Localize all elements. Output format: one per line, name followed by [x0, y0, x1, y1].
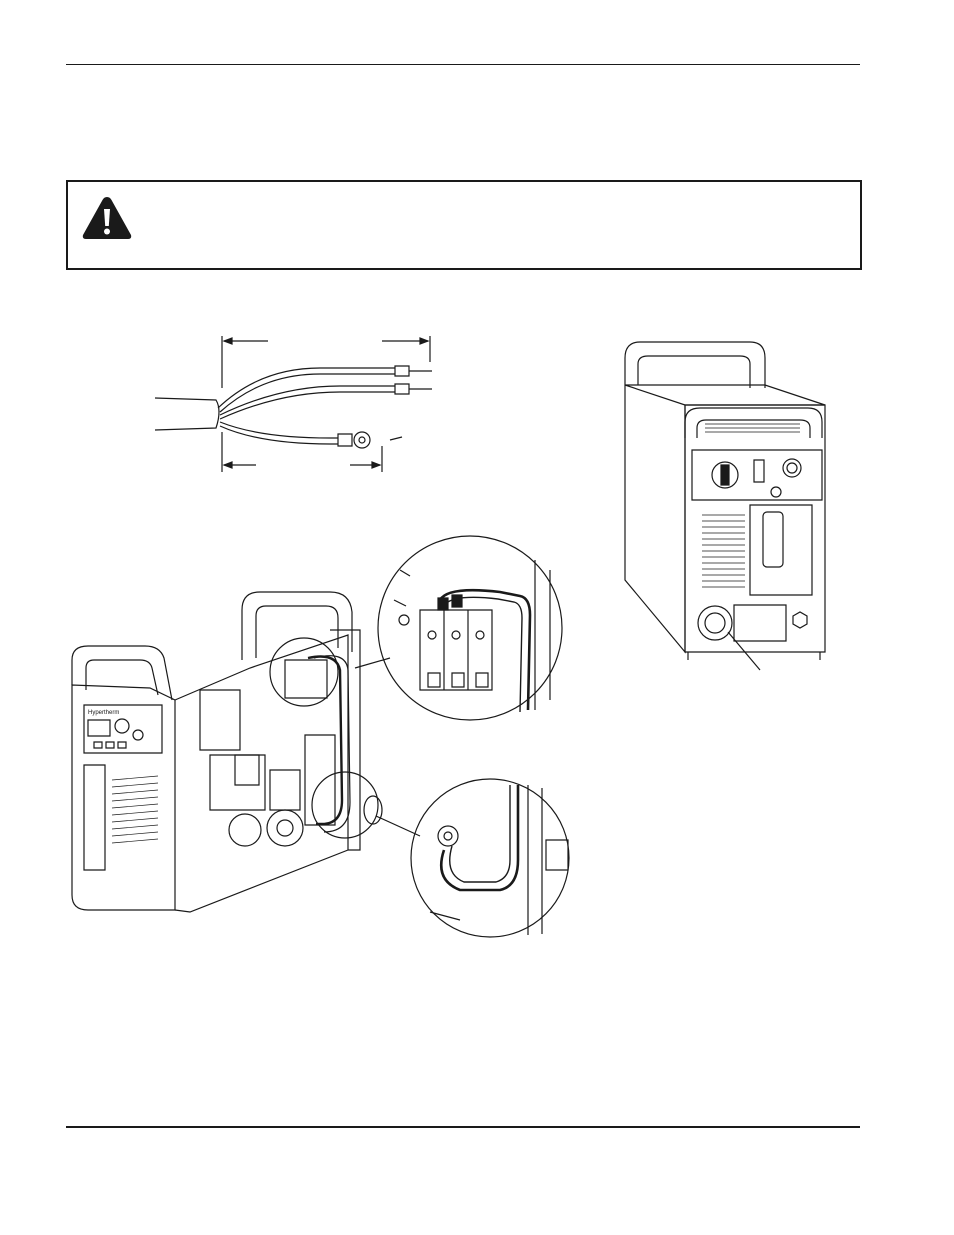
wire-2: [220, 386, 395, 415]
power-cable-diagram: [150, 328, 450, 478]
component-block: [200, 690, 240, 750]
ring-terminal-detail-icon: [438, 826, 458, 846]
dimension-arrow-icon: [224, 338, 232, 344]
warning-box: [66, 180, 862, 270]
side-panel: [625, 385, 685, 652]
zoom-circle-contactor: [378, 536, 562, 720]
filter-housing: [750, 505, 812, 595]
footer-rule: [66, 1126, 860, 1128]
ring-terminal-icon: [354, 432, 370, 448]
rear-handle: [242, 592, 352, 660]
ground-lug-crimp: [338, 434, 352, 446]
capacitor-icon: [267, 810, 303, 846]
hex-nut-icon: [793, 612, 807, 628]
top-panel: [625, 385, 825, 405]
front-panel: [72, 685, 175, 910]
front-panel: [685, 405, 825, 652]
detail-circle-contactor: [270, 638, 338, 706]
header-rule: [66, 64, 860, 65]
power-supply-open-view: Hypertherm: [60, 540, 580, 950]
front-handle: [72, 646, 172, 700]
wire-1: [218, 368, 395, 408]
callout-line: [390, 437, 402, 440]
ferrule-icon: [395, 384, 409, 394]
cable-jacket: [155, 398, 219, 430]
ground-wire-detail: [441, 785, 518, 890]
contactor-icon: [285, 660, 327, 698]
power-switch-icon: [712, 462, 738, 488]
cable-to-contactor: [440, 590, 530, 710]
capacitor-icon: [229, 814, 261, 846]
callout-line: [728, 632, 760, 670]
ferrule-icon: [395, 366, 409, 376]
strain-relief-icon: [698, 606, 732, 640]
power-supply-back-view: [600, 330, 840, 690]
ferrule-detail-icon: [438, 598, 448, 610]
control-panel: [84, 705, 162, 753]
label-plate: [734, 605, 786, 641]
selector-icon: [133, 730, 143, 740]
relay-icon: [270, 770, 300, 810]
detail-circle-ground: [312, 772, 378, 838]
filter-bowl-icon: [763, 512, 783, 567]
vent-grille: [702, 515, 745, 587]
transformer-icon: [210, 755, 265, 810]
gas-fitting-icon: [783, 459, 801, 477]
warning-triangle-icon: [82, 197, 132, 239]
display-icon: [88, 720, 110, 736]
vent-grille: [112, 776, 158, 843]
front-handle: [685, 408, 822, 438]
circuit-breaker-icon: [754, 460, 764, 482]
knob-icon: [115, 719, 129, 733]
rear-handle: [625, 342, 765, 388]
terminal-rail: [305, 735, 335, 825]
ground-wire: [220, 422, 338, 438]
power-cable-routing: [308, 657, 342, 825]
chassis-side: [175, 635, 348, 912]
brand-mark: Hypertherm: [88, 710, 119, 716]
ground-screw-icon: [771, 487, 781, 497]
dimension-arrow-icon: [420, 338, 428, 344]
contactor-detail-icon: [420, 610, 492, 690]
zoom-circle-ground: [411, 779, 569, 937]
control-panel: [692, 450, 822, 500]
